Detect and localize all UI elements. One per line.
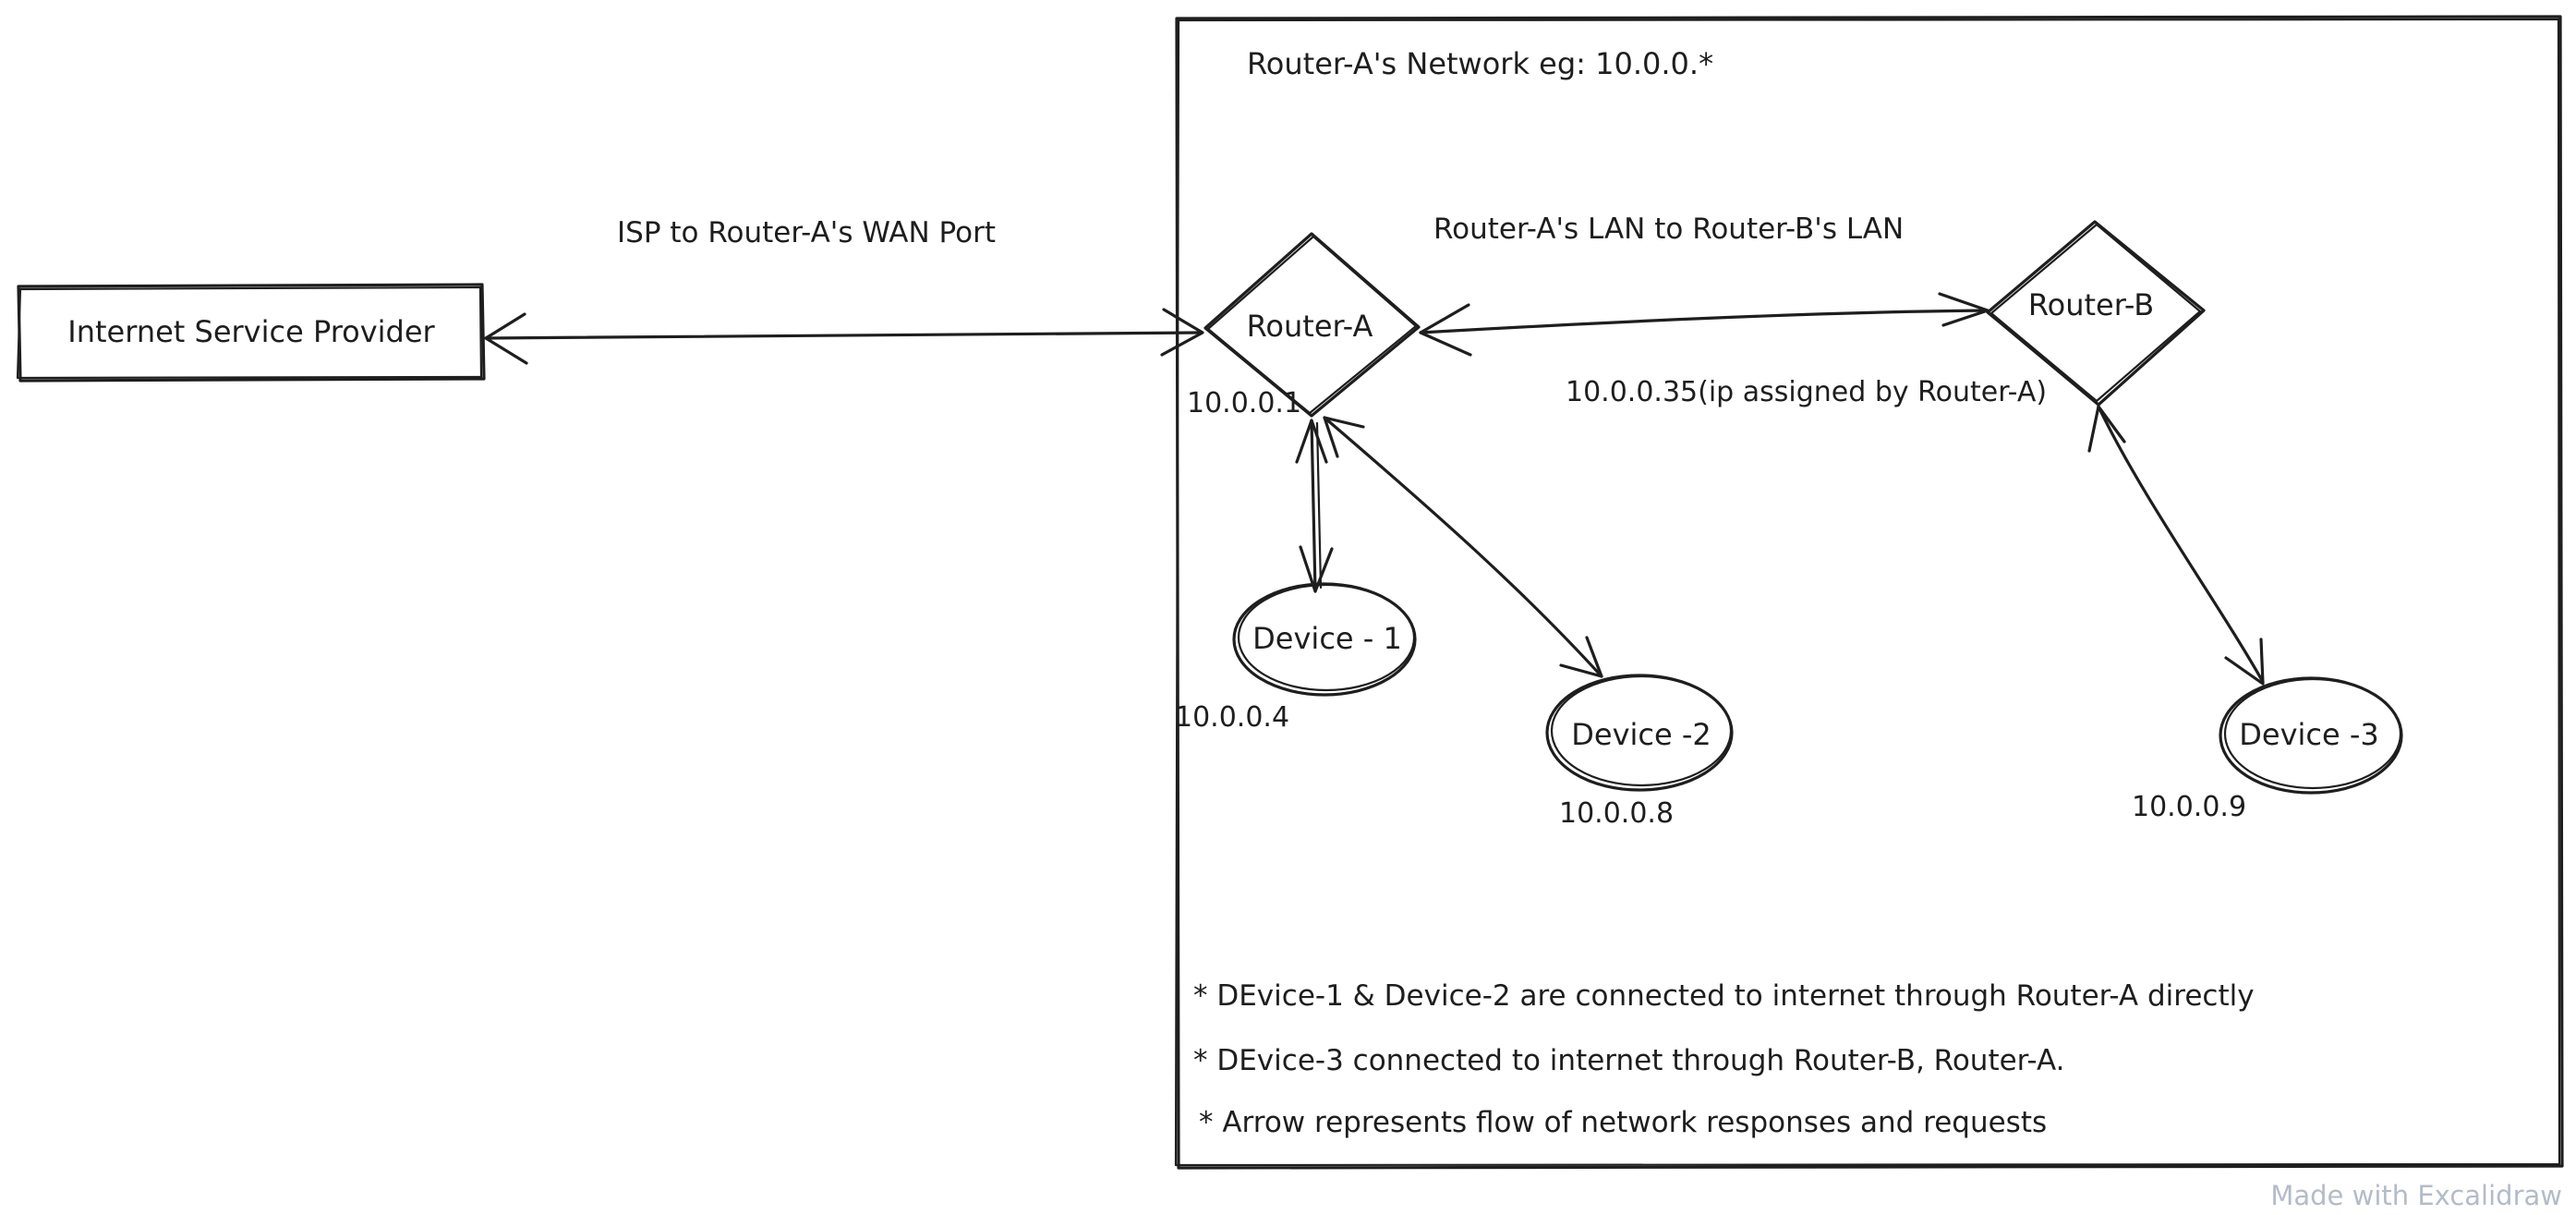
device-1-label: Device - 1	[1252, 621, 1402, 656]
router-b-node[interactable]	[1986, 220, 2206, 407]
isp-router-a-edge-label: ISP to Router-A's WAN Port	[617, 216, 996, 249]
note-1: * DEvice-1 & Device-2 are connected to i…	[1193, 979, 2255, 1013]
router-a-device-1-arrow[interactable]	[1295, 419, 1334, 593]
device-3-label: Device -3	[2239, 717, 2379, 752]
device-1-ip: 10.0.0.4	[1175, 701, 1289, 734]
device-3-ip: 10.0.0.9	[2132, 791, 2246, 823]
network-boundary-box[interactable]	[1174, 15, 2564, 1170]
device-2-ip: 10.0.0.8	[1559, 797, 1674, 830]
router-a-node[interactable]	[1203, 232, 1421, 418]
router-b-label: Router-B	[2028, 287, 2154, 322]
isp-label: Internet Service Provider	[67, 314, 435, 349]
note-3: * Arrow represents flow of network respo…	[1199, 1106, 2047, 1139]
excalidraw-watermark: Made with Excalidraw	[2270, 1180, 2562, 1211]
router-b-device-3-arrow[interactable]	[2087, 405, 2265, 686]
device-3-node[interactable]	[2219, 676, 2403, 795]
router-b-ip: 10.0.0.35(ip assigned by Router-A)	[1566, 376, 2047, 408]
note-2: * DEvice-3 connected to internet through…	[1193, 1044, 2064, 1077]
network-box-title: Router-A's Network eg: 10.0.0.*	[1247, 46, 1713, 81]
router-a-label: Router-A	[1247, 309, 1373, 344]
router-a-router-b-arrow[interactable]	[1419, 292, 1989, 357]
device-2-node[interactable]	[1545, 674, 1734, 792]
router-a-device-2-arrow[interactable]	[1323, 416, 1603, 678]
router-a-router-b-edge-label: Router-A's LAN to Router-B's LAN	[1433, 213, 1904, 246]
isp-node[interactable]	[16, 283, 486, 383]
device-1-node[interactable]	[1232, 582, 1417, 697]
device-2-label: Device -2	[1571, 717, 1711, 752]
router-a-ip: 10.0.0.1	[1187, 387, 1301, 419]
isp-router-a-arrow[interactable]	[484, 308, 1204, 365]
